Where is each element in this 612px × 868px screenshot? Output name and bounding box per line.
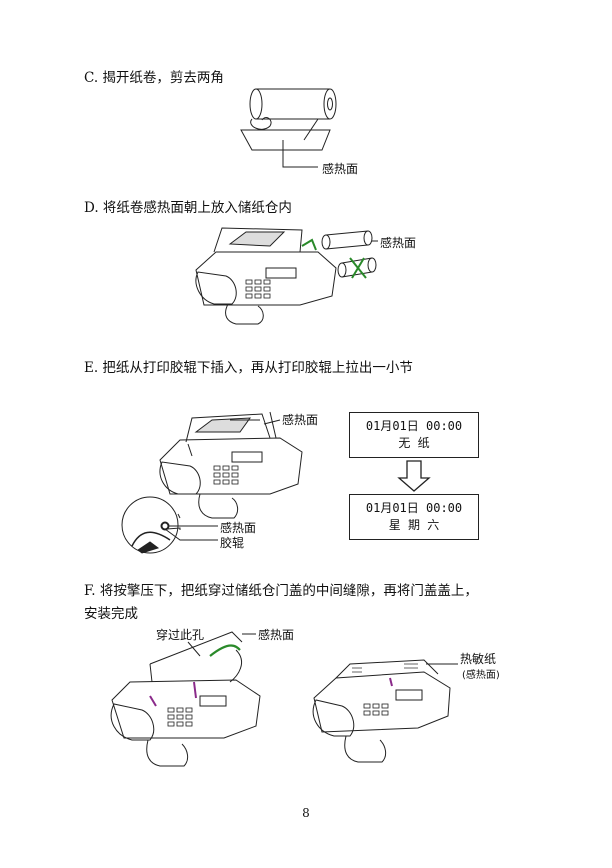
label-f-paper-sub: (感热面) xyxy=(462,670,500,681)
lcd-bottom-line1: 01月01日 00:00 xyxy=(365,501,463,515)
fax-machine-e xyxy=(121,411,303,554)
label-f-paper: 热敏纸 xyxy=(460,652,497,666)
step-e-text: E. 把纸从打印胶辊下插入，再从打印胶辊上拉出一小节 xyxy=(84,360,413,376)
label-e-thermal-bottom: 感热面 xyxy=(220,521,257,535)
lcd-display-saturday: 01月01日 00:00 星 期 六 xyxy=(349,494,479,540)
label-f-hole: 穿过此孔 xyxy=(156,628,205,642)
step-d-text: D. 将纸卷感热面朝上放入储纸仓内 xyxy=(84,200,292,216)
label-e-roller: 胶辊 xyxy=(220,536,245,550)
label-c-thermal: 感热面 xyxy=(322,162,359,176)
fax-machine-d xyxy=(195,227,378,325)
label-d-thermal: 感热面 xyxy=(380,236,417,250)
lcd-top-line2: 无 纸 xyxy=(398,436,430,450)
step-f-text-line1: F. 将按擎压下，把纸穿过储纸仓门盖的中间缝隙，再将门盖盖上， xyxy=(84,583,478,599)
label-f-thermal: 感热面 xyxy=(258,628,295,642)
lcd-bottom-line2: 星 期 六 xyxy=(388,518,440,532)
lcd-top-line1: 01月01日 00:00 xyxy=(365,419,463,433)
step-f-text-line2: 安装完成 xyxy=(84,606,138,622)
paper-roll-illustration xyxy=(240,88,337,168)
fax-machine-f-left xyxy=(110,631,261,767)
down-arrow-icon xyxy=(397,460,431,492)
page-number: 8 xyxy=(302,806,310,820)
step-c-text: C. 揭开纸卷，剪去两角 xyxy=(84,70,224,86)
label-e-thermal-top: 感热面 xyxy=(282,413,319,427)
lcd-display-no-paper: 01月01日 00:00 无 纸 xyxy=(349,412,479,458)
fax-machine-f-right xyxy=(312,659,458,763)
